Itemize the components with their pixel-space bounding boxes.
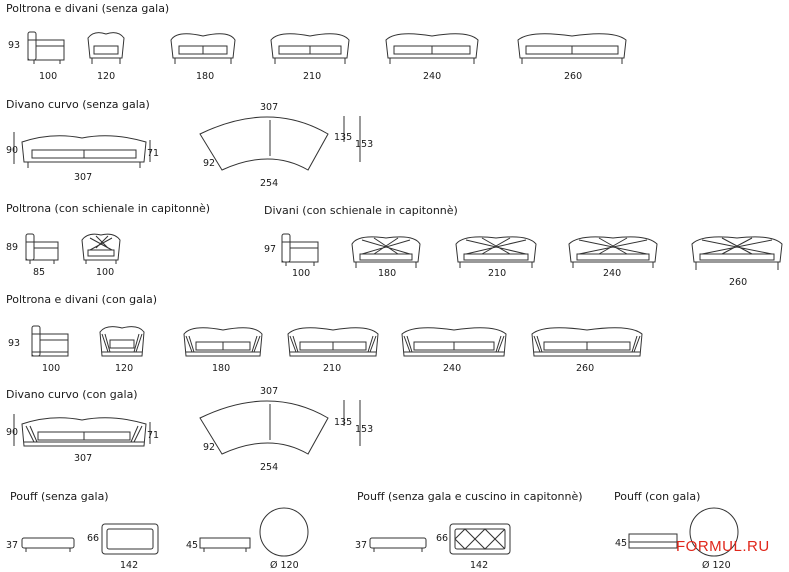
seat-depth-label: 92	[203, 158, 216, 169]
section-title-poltrona-divani-con-gala: Poltrona e divani (con gala)	[6, 293, 157, 306]
width-label: 260	[576, 363, 595, 374]
height-label: 37	[6, 540, 19, 551]
sofa-240-front-view	[382, 28, 482, 68]
width-label: 260	[564, 71, 583, 82]
section-title-divano-curvo-senza-gala: Divano curvo (senza gala)	[6, 98, 150, 111]
width-label: 100	[39, 71, 58, 82]
armchair-capitonne-side-view	[22, 230, 62, 268]
width-label: 85	[33, 267, 46, 278]
armchair-side-view	[24, 28, 68, 68]
height-label: 89	[6, 242, 19, 253]
diameter-label: Ø 120	[270, 560, 299, 571]
section-title-pouff-con-gala: Pouff (con gala)	[614, 490, 701, 503]
pouff-side-view	[20, 534, 76, 554]
width-label: 210	[303, 71, 322, 82]
armchair-front-view	[84, 28, 128, 68]
seat-depth-label: 92	[203, 442, 216, 453]
width-label: 120	[115, 363, 134, 374]
sofa-210-front-view	[267, 28, 353, 68]
pouff-low-side-view	[198, 534, 252, 554]
height-label: 45	[186, 540, 199, 551]
depth-label: 135	[334, 132, 353, 143]
armchair-gala-front-view	[96, 322, 148, 360]
width-label: 210	[488, 268, 507, 279]
width-label: 142	[470, 560, 489, 571]
armchair-gala-side-view	[28, 322, 72, 360]
pouff-top-view	[100, 522, 160, 558]
sofa-capitonne-180	[348, 232, 424, 272]
sofa-gala-210	[284, 322, 382, 360]
width-label: 240	[603, 268, 622, 279]
section-title-divani-capitonne: Divani (con schienale in capitonnè)	[264, 204, 458, 217]
width-label: 100	[42, 363, 61, 374]
round-pouff-top-view	[258, 506, 310, 558]
depth-label: 153	[355, 424, 374, 435]
width-label: 100	[292, 268, 311, 279]
top-width-label: 307	[260, 386, 279, 397]
sofa-180-front-view	[167, 28, 239, 68]
sofa-gala-180	[180, 322, 266, 360]
diameter-label: Ø 120	[702, 560, 731, 571]
width-label: 142	[120, 560, 139, 571]
width-label: 180	[212, 363, 231, 374]
sofa-gala-260	[528, 322, 646, 360]
sofa-260-front-view	[514, 28, 630, 68]
height-label: 93	[8, 338, 21, 349]
depth-label: 135	[334, 417, 353, 428]
height-label: 93	[8, 40, 21, 51]
width-label: 180	[378, 268, 397, 279]
bottom-width-label: 254	[260, 178, 279, 189]
section-title-pouff-capitonne: Pouff (senza gala e cuscino in capitonnè…	[357, 490, 583, 503]
curved-sofa-top-view	[198, 112, 378, 178]
top-width-label: 307	[260, 102, 279, 113]
height-label: 71	[147, 148, 160, 159]
width-label: 240	[423, 71, 442, 82]
height-label: 66	[436, 533, 449, 544]
section-title-poltrona-divani-senza-gala: Poltrona e divani (senza gala)	[6, 2, 170, 15]
armchair-capitonne-front-view	[78, 230, 124, 268]
width-label: 260	[729, 277, 748, 288]
height-label: 90	[6, 145, 19, 156]
curved-sofa-gala-front-view	[12, 410, 162, 454]
section-title-pouff-senza-gala: Pouff (senza gala)	[10, 490, 109, 503]
pouff-gala-side-view	[627, 532, 679, 552]
height-label: 71	[147, 430, 160, 441]
width-label: 307	[74, 172, 93, 183]
curved-sofa-gala-top-view	[198, 396, 378, 462]
height-label: 66	[87, 533, 100, 544]
pouff-capitonne-side-view	[368, 534, 428, 554]
sofa-capitonne-210	[452, 232, 540, 272]
pouff-capitonne-top-view	[448, 522, 512, 558]
width-label: 210	[323, 363, 342, 374]
height-label: 37	[355, 540, 368, 551]
bottom-width-label: 254	[260, 462, 279, 473]
width-label: 180	[196, 71, 215, 82]
watermark: FORMUL.RU	[676, 538, 770, 555]
width-label: 307	[74, 453, 93, 464]
sofa-gala-240	[398, 322, 510, 360]
width-label: 100	[96, 267, 115, 278]
width-label: 240	[443, 363, 462, 374]
curved-sofa-front-view	[12, 128, 162, 174]
width-label: 120	[97, 71, 116, 82]
round-pouff-gala-top-view	[688, 506, 740, 558]
depth-label: 153	[355, 139, 374, 150]
section-title-divano-curvo-con-gala: Divano curvo (con gala)	[6, 388, 138, 401]
height-label: 90	[6, 427, 19, 438]
section-title-poltrona-capitonne: Poltrona (con schienale in capitonnè)	[6, 202, 211, 215]
height-label: 97	[264, 244, 277, 255]
sofa-capitonne-240	[565, 232, 661, 272]
sofa-capitonne-260	[688, 232, 786, 274]
height-label: 45	[615, 538, 628, 549]
armchair-capitonne-side-view-100	[278, 230, 324, 270]
